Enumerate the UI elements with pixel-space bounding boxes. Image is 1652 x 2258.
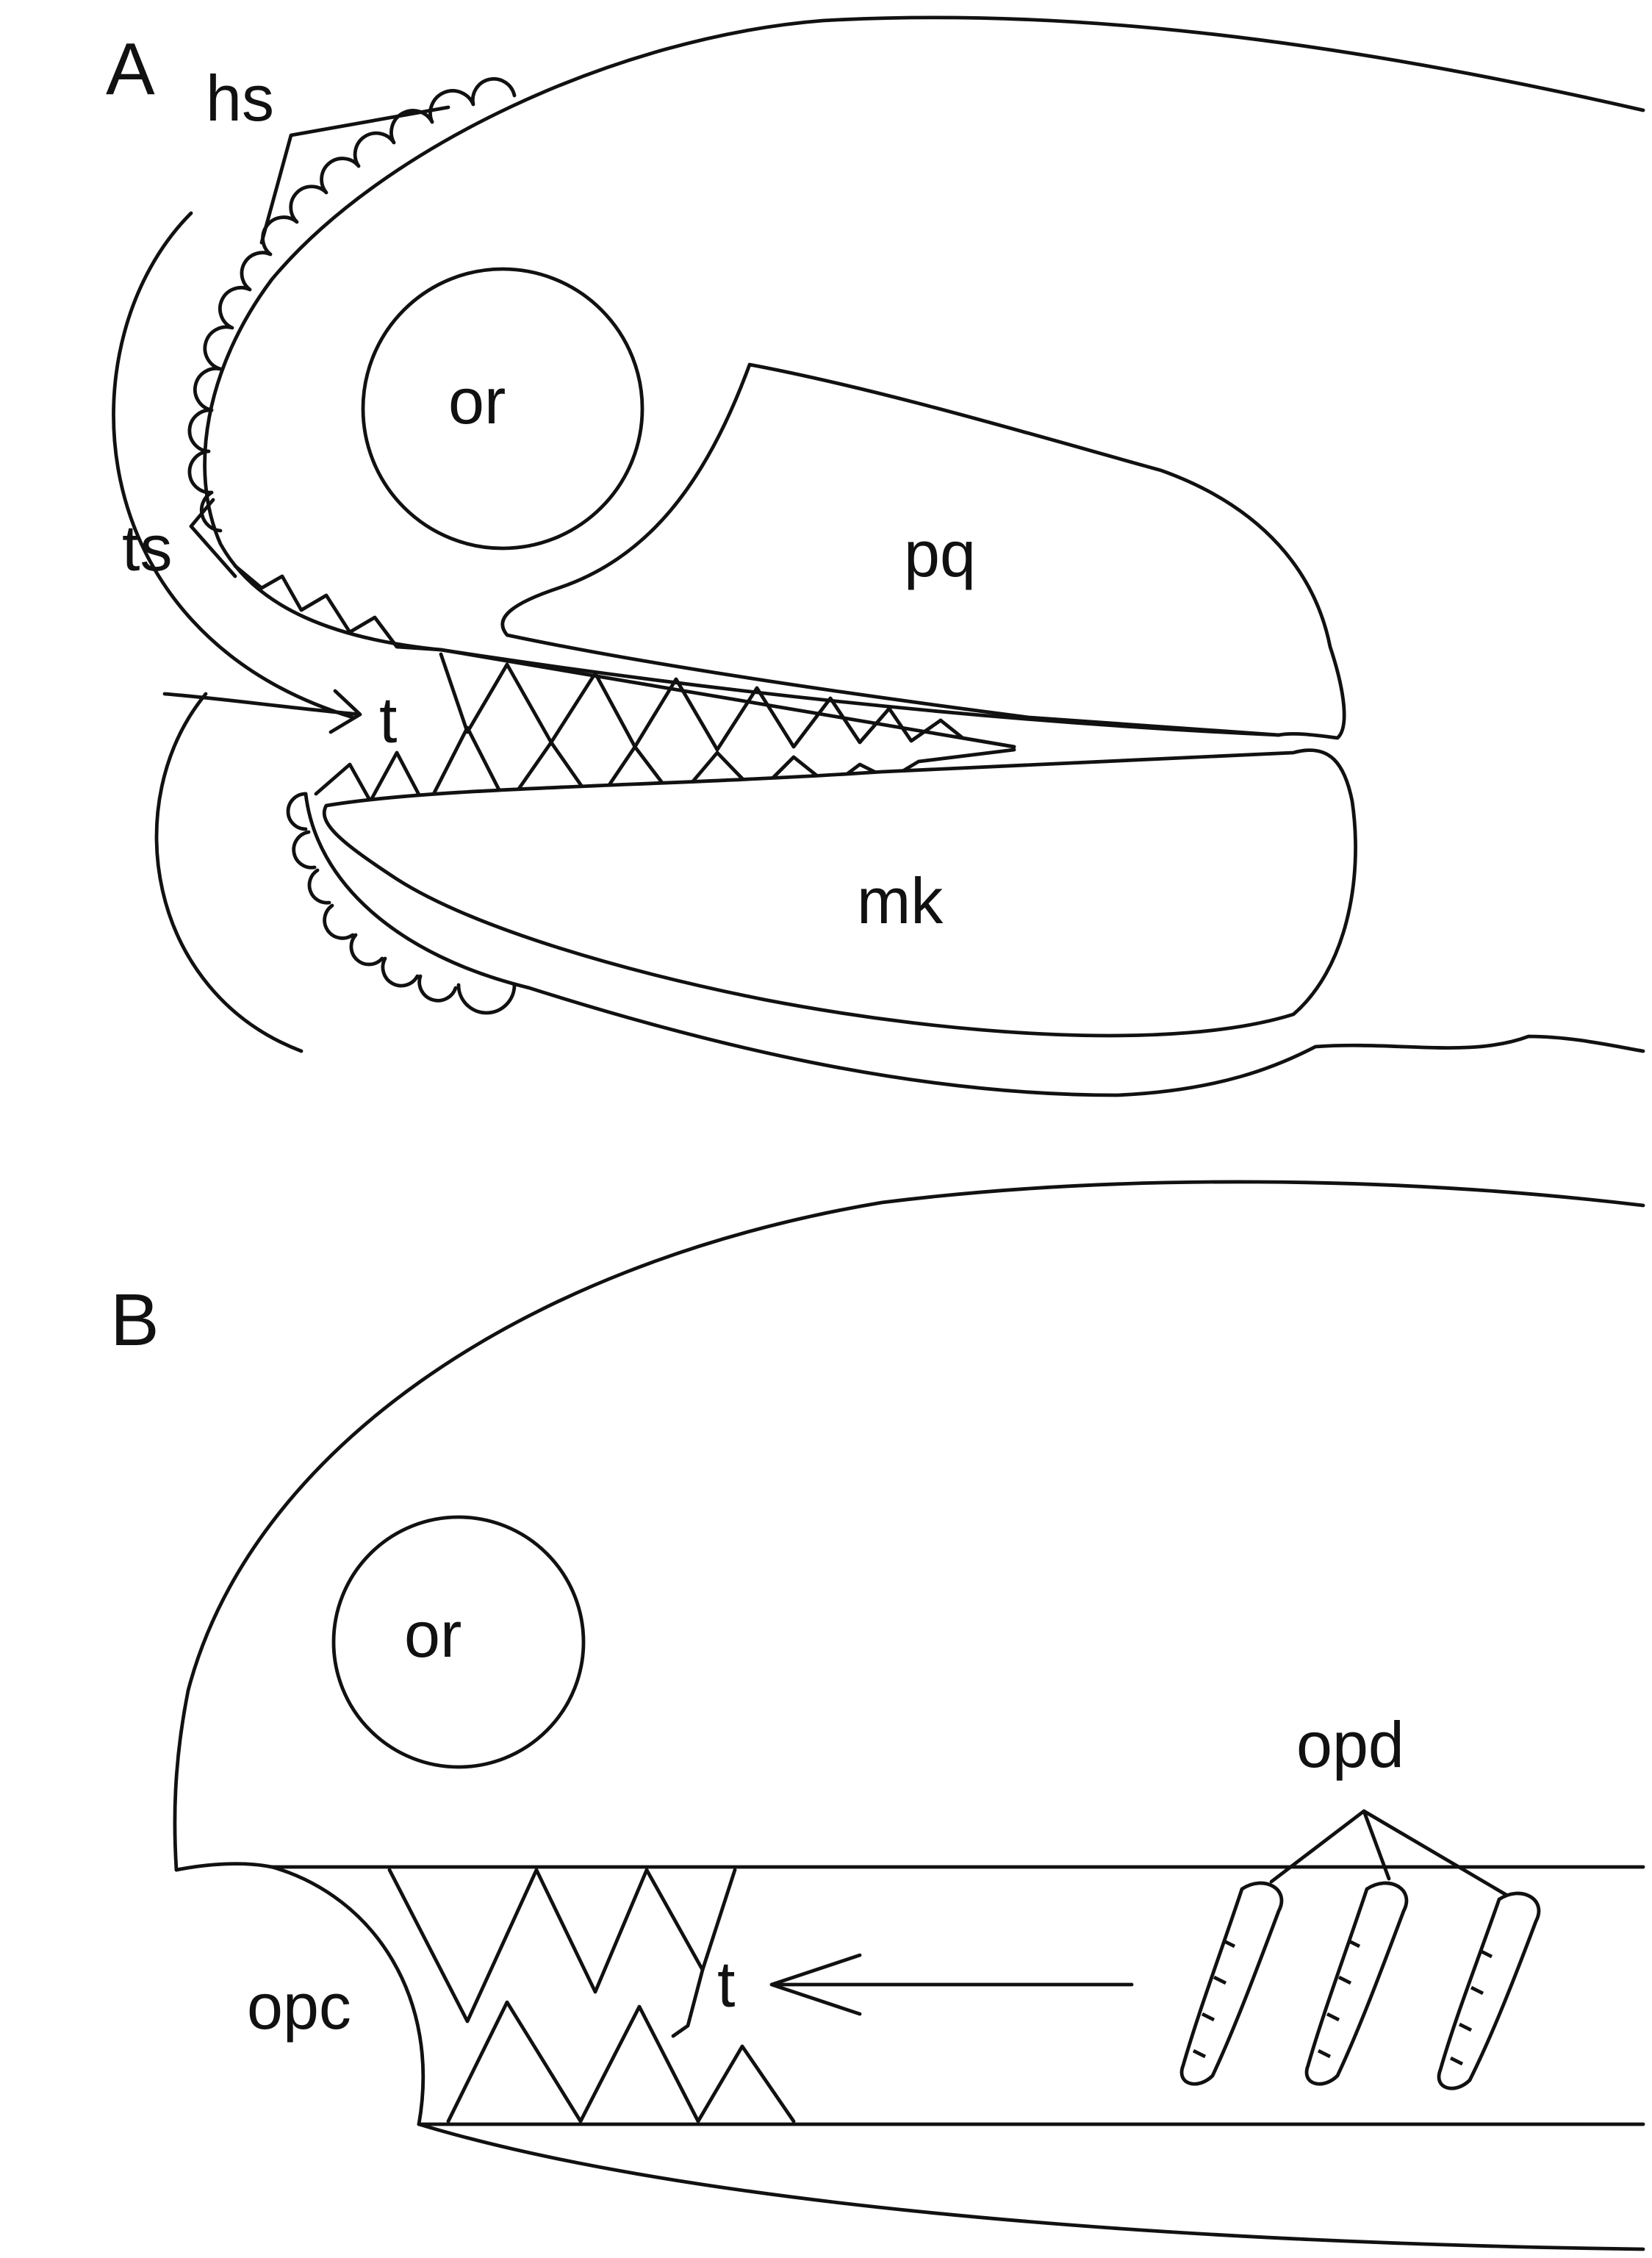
upper-teeth [439, 652, 1016, 752]
label-mk: mk [857, 864, 944, 937]
denticle [1179, 1881, 1284, 2086]
orbit-b [331, 1515, 586, 1769]
label-t: t [379, 684, 397, 756]
label-opd: opd [1296, 1708, 1404, 1781]
upper-outer-arc [112, 211, 355, 720]
palatoquadrate [500, 362, 1346, 740]
denticle [1304, 1881, 1409, 2086]
lower-teeth [314, 725, 1016, 811]
label-pq: pq [904, 517, 976, 590]
denticle [1437, 1891, 1541, 2090]
t-arrow [162, 689, 362, 734]
lower-outer-arc [154, 692, 304, 1053]
panel-b: B or t opc opd [110, 1180, 1645, 2251]
upper-jaw-line [439, 648, 1281, 737]
head-scales [187, 76, 517, 533]
hs-leader [259, 105, 450, 245]
label-ts: ts [122, 512, 172, 584]
label-or-b: or [404, 1598, 462, 1671]
oropharyngeal-denticles [1179, 1881, 1541, 2090]
opd-leader-3 [1362, 1809, 1516, 1902]
oropharyngeal-cavity-edge [270, 1865, 425, 2126]
label-or: or [448, 365, 506, 437]
panel-a-label: A [106, 28, 155, 110]
upper-mouth-line [174, 1862, 1645, 1872]
upper-teeth-b [387, 1868, 737, 2024]
lower-jaw-scales [286, 792, 517, 1015]
meckels-cartilage [322, 748, 1357, 1038]
label-opc: opc [247, 1970, 351, 2043]
orbit [361, 267, 644, 551]
t-arrow-b [769, 1953, 1134, 2016]
panel-b-label: B [110, 1279, 159, 1361]
transitional-scales [233, 564, 443, 652]
label-t-b: t [717, 1948, 735, 2021]
t-bracket-b [671, 1968, 705, 2038]
head-outline-b [173, 1180, 1645, 1872]
lower-teeth-b [446, 2000, 796, 2123]
label-hs: hs [206, 62, 274, 135]
ts-leader [189, 498, 237, 578]
lower-jaw-outline [304, 792, 1645, 1097]
lower-outline-b [417, 2122, 1645, 2251]
panel-a: A or pq mk hs ts t [106, 15, 1645, 1097]
opd-leader [1269, 1809, 1391, 1884]
